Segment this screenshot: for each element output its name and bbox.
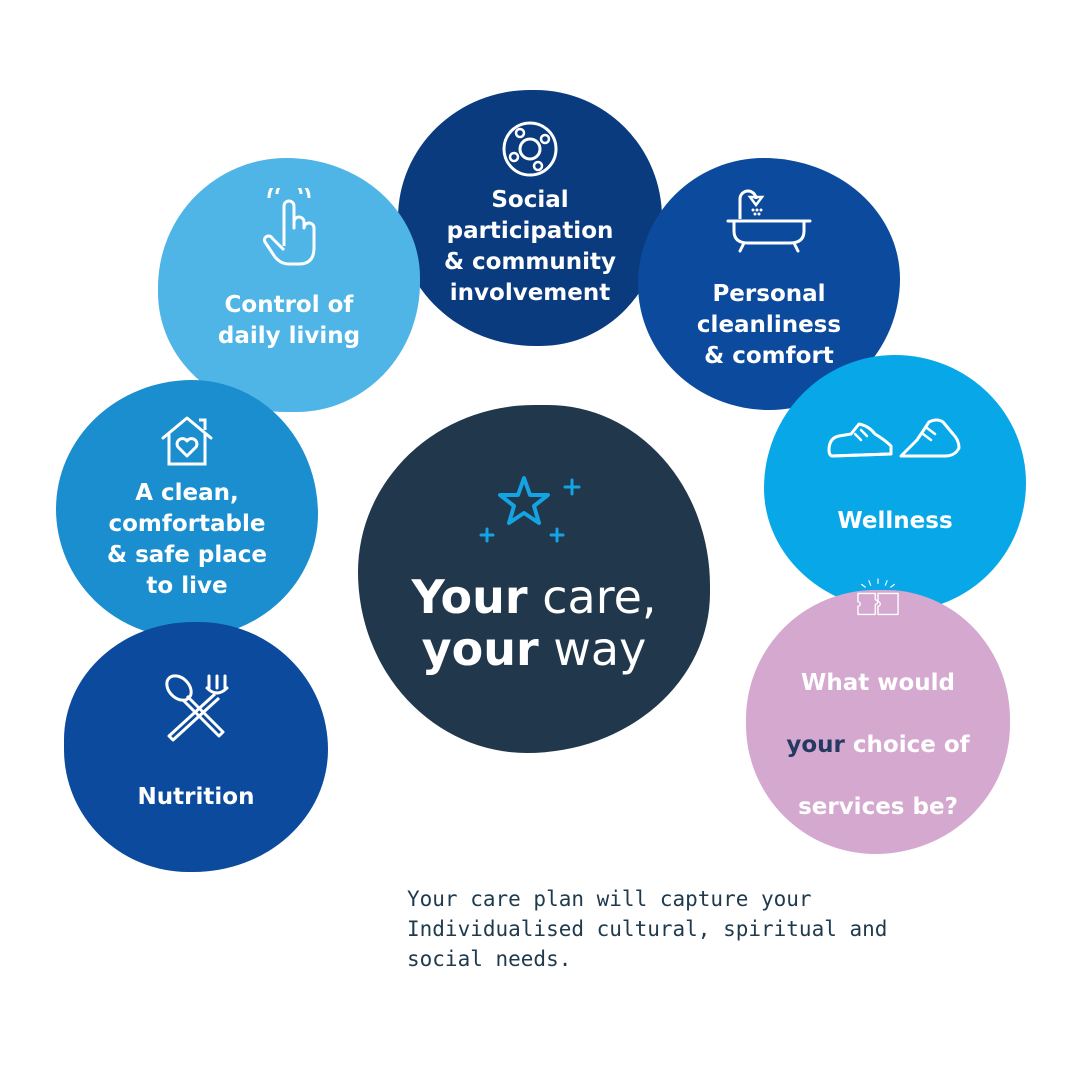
sneakers-icon — [827, 418, 961, 457]
bubble-wellness-label: Wellness — [837, 507, 953, 534]
bubble-nutrition: Nutrition — [64, 622, 328, 872]
center-title-bold-2: your — [421, 622, 539, 676]
bubble-control-daily-living: Control of daily living — [158, 158, 420, 412]
bubble-wellness: Wellness — [764, 355, 1026, 611]
choice-line-2-bold: your — [786, 732, 845, 758]
pointing-hand-icon — [263, 188, 316, 266]
bubble-choice-label: What would your choice of services be? — [786, 637, 969, 854]
house-heart-icon — [161, 416, 213, 466]
center-title: Your care, your way — [411, 571, 656, 675]
community-circle-icon — [502, 121, 558, 177]
care-plan-caption: Your care plan will capture your Individ… — [407, 887, 888, 971]
bubble-choice-of-services: What would your choice of services be? — [746, 578, 1010, 854]
center-title-rest-2: way — [538, 622, 647, 676]
choice-line-2-rest: choice of — [844, 732, 970, 758]
bubble-social-participation: Social participation & community involve… — [398, 90, 662, 346]
bubble-safe-home: A clean, comfortable & safe place to liv… — [56, 380, 318, 638]
choice-line-2: your choice of — [786, 730, 969, 761]
center-title-bold-1: Your — [411, 570, 528, 624]
choice-line-3: services be? — [798, 794, 958, 820]
bathtub-icon — [726, 189, 812, 252]
stars-icon — [479, 476, 581, 543]
puzzle-icon — [857, 578, 899, 616]
fork-spoon-icon — [165, 673, 229, 741]
choice-line-1: What would — [800, 670, 956, 696]
bubble-social-label: Social participation & community involve… — [443, 187, 617, 306]
center-title-rest-1: care, — [527, 570, 657, 624]
bubble-nutrition-label: Nutrition — [137, 783, 255, 810]
center-bubble: Your care, your way — [358, 405, 710, 753]
bubble-home-label: A clean, comfortable & safe place to liv… — [107, 480, 267, 599]
bubble-control-label: Control of daily living — [217, 292, 361, 349]
bubble-personal-label: Personal cleanliness & comfort — [696, 280, 842, 369]
